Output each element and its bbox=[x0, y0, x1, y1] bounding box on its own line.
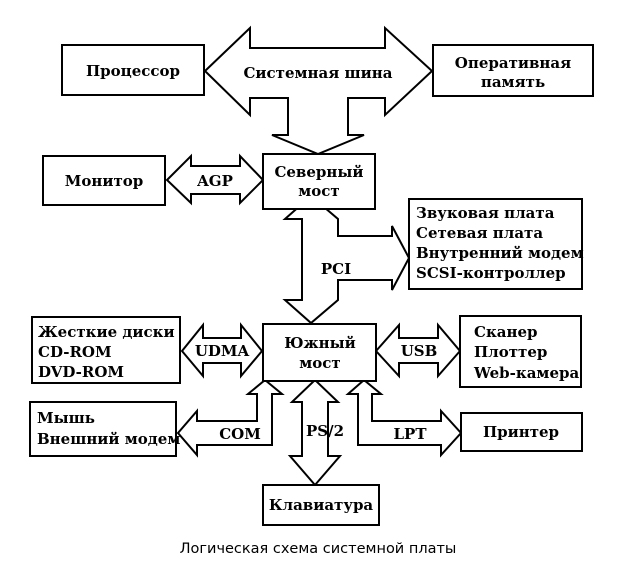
diagram-caption: Логическая схема системной платы bbox=[180, 541, 457, 557]
usb-device-webcam: Web-камера bbox=[473, 364, 579, 382]
north-bridge-label-line2: мост bbox=[298, 182, 339, 200]
usb-devices-box bbox=[459, 315, 582, 388]
keyboard-box bbox=[262, 484, 380, 526]
drives-box bbox=[31, 316, 181, 384]
cpu-label: Процессор bbox=[86, 62, 180, 80]
pci-device-scsi: SCSI-контроллер bbox=[416, 264, 566, 282]
pci-label: PCI bbox=[321, 260, 351, 278]
com-label: COM bbox=[219, 425, 261, 443]
drive-hdd: Жесткие диски bbox=[38, 323, 175, 341]
pci-device-modem: Внутренний модем bbox=[416, 244, 584, 262]
pci-arrow bbox=[282, 194, 411, 325]
drive-dvdrom: DVD-ROM bbox=[38, 363, 124, 381]
north-bridge-box bbox=[262, 153, 376, 210]
system-bus-label: Системная шина bbox=[243, 64, 392, 82]
monitor-label: Монитор bbox=[65, 172, 144, 190]
lpt-arrow bbox=[345, 378, 463, 458]
printer-box bbox=[460, 412, 583, 452]
com-devices-box bbox=[29, 401, 177, 457]
keyboard-label: Клавиатура bbox=[269, 496, 374, 514]
printer-label: Принтер bbox=[483, 423, 559, 441]
ram-box bbox=[432, 44, 594, 97]
south-bridge-label-line2: мост bbox=[299, 354, 340, 372]
com-device-modem: Внешний модем bbox=[37, 430, 180, 448]
lpt-label: LPT bbox=[394, 425, 428, 443]
cpu-box bbox=[61, 44, 205, 96]
pci-device-sound: Звуковая плата bbox=[416, 204, 555, 222]
usb-label: USB bbox=[401, 342, 438, 360]
com-arrow bbox=[176, 378, 285, 458]
com-device-mouse: Мышь bbox=[37, 409, 95, 427]
pci-devices-box bbox=[408, 198, 583, 290]
pci-device-network: Сетевая плата bbox=[416, 224, 543, 242]
south-bridge-label-line1: Южный bbox=[284, 334, 356, 352]
ram-label-line2: память bbox=[481, 73, 545, 91]
usb-device-scanner: Сканер bbox=[474, 323, 538, 341]
south-bridge-box bbox=[262, 323, 377, 382]
drive-cdrom: CD-ROM bbox=[38, 343, 112, 361]
north-bridge-label-line1: Северный bbox=[274, 163, 363, 181]
ps2-label: PS/2 bbox=[306, 422, 344, 440]
monitor-box bbox=[42, 155, 166, 206]
system-bus-arrow bbox=[203, 25, 434, 156]
usb-device-plotter: Плоттер bbox=[474, 343, 547, 361]
agp-label: AGP bbox=[196, 172, 233, 190]
udma-label: UDMA bbox=[195, 342, 250, 360]
ram-label-line1: Оперативная bbox=[455, 54, 571, 72]
